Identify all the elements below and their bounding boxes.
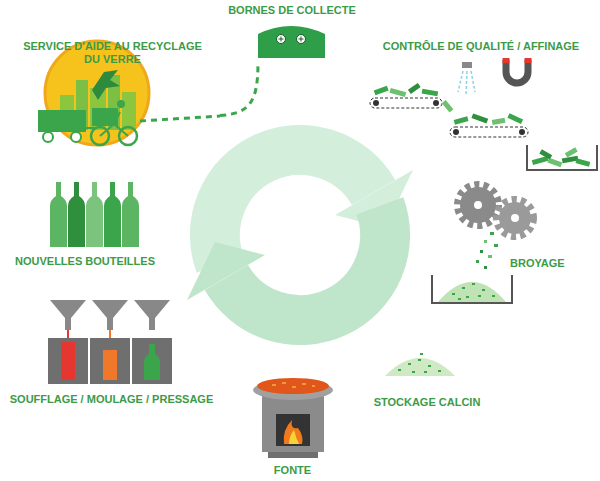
melting-stage: FONTE [245, 372, 340, 478]
stage-title: SERVICE D'AIDE AU RECYCLAGE DU VERRE [18, 40, 208, 66]
stage-title: CONTRÔLE DE QUALITÉ / AFFINAGE [383, 40, 579, 53]
new-bottles-stage: NOUVELLES BOUTEILLES [5, 175, 165, 270]
quality-control-stage: CONTRÔLE DE QUALITÉ / AFFINAGE [365, 35, 597, 175]
stage-title: STOCKAGE CALCIN [374, 396, 481, 409]
cullet-pile [385, 354, 455, 376]
collection-service: SERVICE D'AIDE AU RECYCLAGE DU VERRE [5, 32, 220, 148]
recycling-arrows [187, 150, 413, 320]
stage-title: BORNES DE COLLECTE [228, 4, 356, 17]
stage-title: BROYAGE [510, 257, 565, 270]
collection-bin [258, 26, 325, 58]
forming-machines [48, 300, 172, 384]
collection-bin-stage: BORNES DE COLLECTE [222, 2, 362, 62]
stage-title: SOUFFLAGE / MOULAGE / PRESSAGE [10, 393, 214, 406]
cullet-storage-stage: STOCKAGE CALCIN [362, 345, 492, 410]
stage-title: NOUVELLES BOUTEILLES [15, 255, 155, 268]
crusher [432, 185, 533, 303]
quality-control-line [370, 58, 597, 170]
new-bottles [50, 182, 139, 247]
dashed-connector [220, 62, 258, 116]
forming-stage: SOUFFLAGE / MOULAGE / PRESSAGE [4, 295, 219, 410]
crushing-stage: BROYAGE [425, 180, 595, 310]
stage-title: FONTE [274, 464, 311, 477]
furnace [253, 378, 333, 458]
